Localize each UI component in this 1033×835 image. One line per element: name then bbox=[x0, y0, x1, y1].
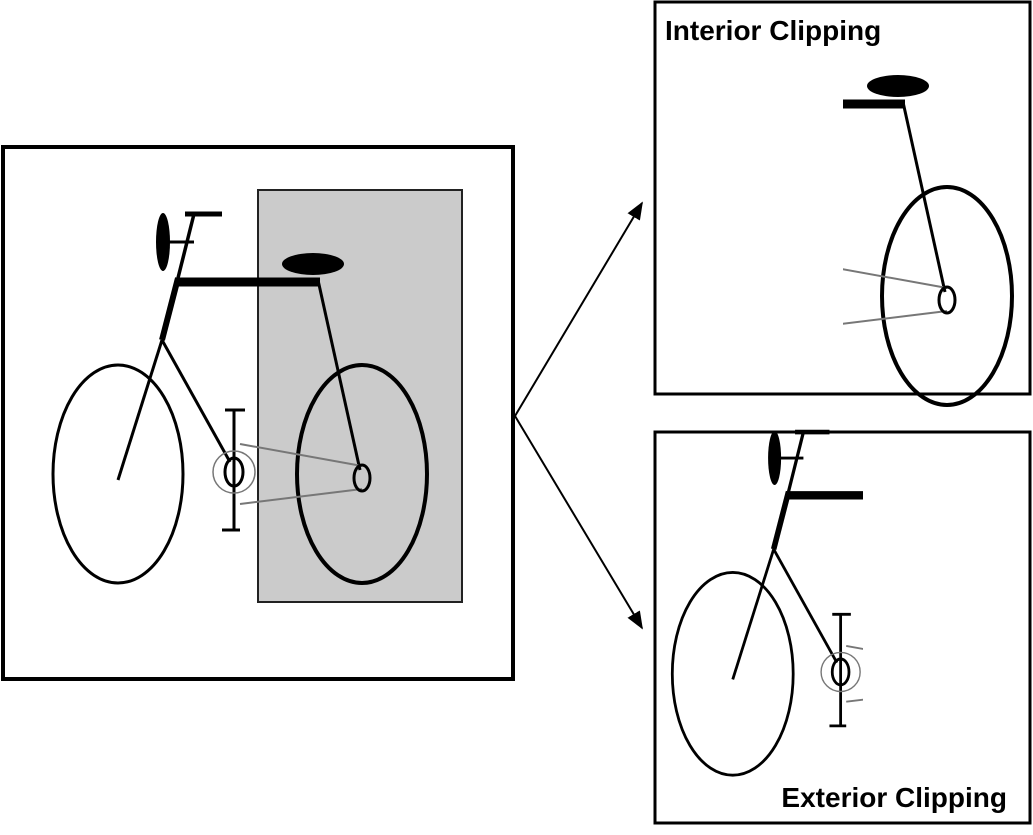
exterior-label: Exterior Clipping bbox=[781, 782, 1007, 813]
interior-panel: Interior Clipping bbox=[653, 0, 1032, 405]
exterior-panel: Exterior Clipping bbox=[653, 430, 1032, 825]
interior-frame bbox=[653, 0, 1032, 396]
exterior-frame bbox=[653, 430, 1032, 825]
arrow-to-exterior bbox=[514, 415, 643, 630]
interior-label: Interior Clipping bbox=[665, 15, 881, 46]
clip-window bbox=[257, 189, 463, 603]
source-panel bbox=[1, 145, 515, 681]
arrow-to-interior bbox=[514, 201, 643, 417]
